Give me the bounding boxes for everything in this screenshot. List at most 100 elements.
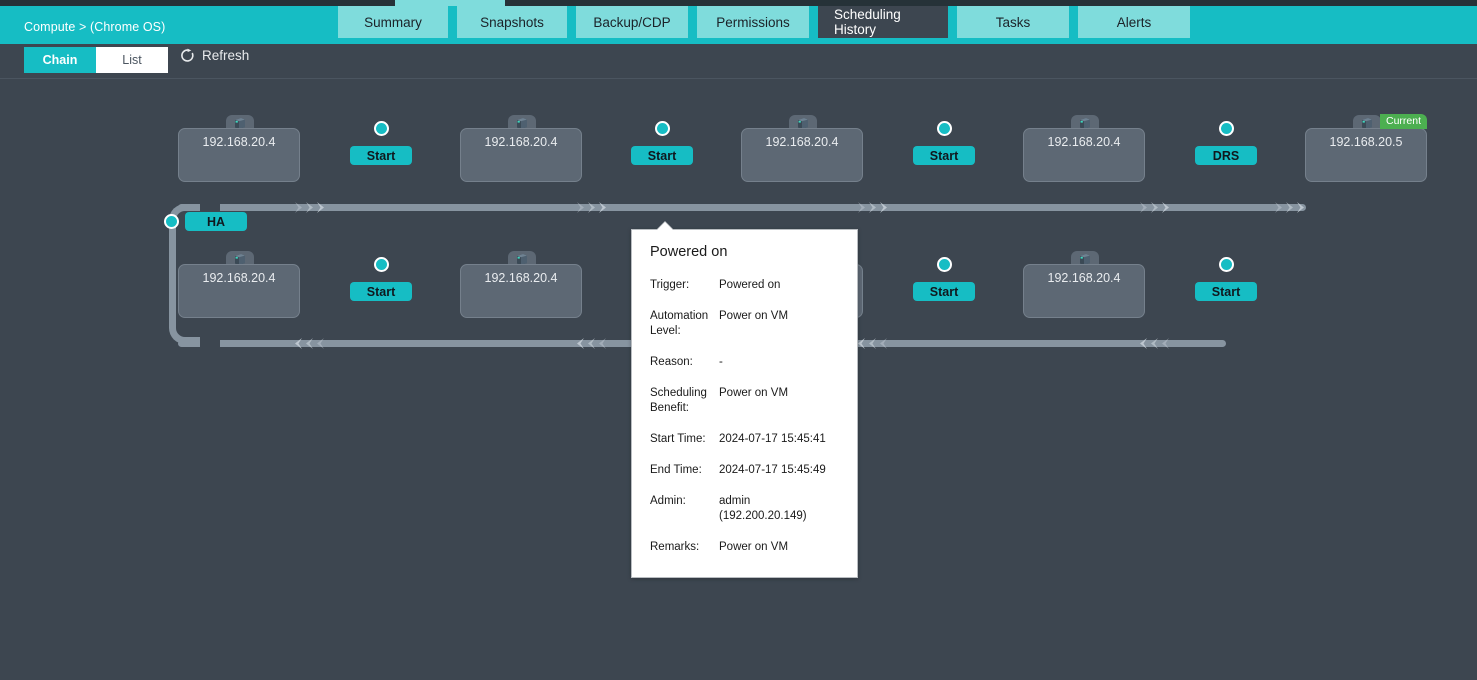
toolbar: Chain List Refresh	[0, 44, 1477, 79]
node-ip-label: 192.168.20.4	[765, 135, 839, 149]
node-header-tab	[789, 115, 817, 131]
tooltip-row-key: Start Time:	[650, 433, 706, 445]
server-icon	[1360, 117, 1374, 130]
chain-event-marker[interactable]	[374, 121, 389, 136]
chain-event-pill[interactable]: Start	[350, 146, 412, 165]
node-ip-label: 192.168.20.4	[202, 271, 276, 285]
chain-event-pill[interactable]: Start	[1195, 282, 1257, 301]
node-body	[1023, 128, 1145, 182]
tooltip-row-key: Admin:	[650, 495, 686, 507]
node-body	[460, 128, 582, 182]
tooltip-row-key: Scheduling Benefit:	[650, 387, 707, 414]
node-body	[1023, 264, 1145, 318]
tooltip-row-value: Power on VM	[719, 310, 789, 322]
chain-event-pill[interactable]: Start	[631, 146, 693, 165]
server-icon	[515, 117, 529, 130]
server-icon	[515, 253, 529, 266]
node-header-tab	[226, 115, 254, 131]
tab-permissions[interactable]: Permissions	[697, 6, 809, 38]
view-toggle-list[interactable]: List	[96, 47, 168, 73]
chain-track-row1	[178, 204, 1306, 211]
node-body	[741, 128, 863, 182]
server-icon	[796, 117, 810, 130]
chain-event-marker[interactable]	[937, 257, 952, 272]
chain-event-pill[interactable]: Start	[913, 146, 975, 165]
node-body	[178, 128, 300, 182]
chain-event-marker[interactable]	[655, 121, 670, 136]
tooltip-row-value: 2024-07-17 15:45:49	[719, 464, 826, 476]
server-icon	[1078, 117, 1092, 130]
node-ip-label: 192.168.20.4	[484, 271, 558, 285]
tooltip-row-key: Remarks:	[650, 541, 700, 553]
chain-link-bracket	[169, 204, 209, 344]
tab-bar: Summary Snapshots Backup/CDP Permissions Sch…	[338, 6, 1190, 44]
node-header-tab	[508, 251, 536, 267]
tooltip-row-key: Reason:	[650, 356, 693, 368]
chevron-right-icon	[1275, 202, 1311, 213]
node-header-tab	[1071, 251, 1099, 267]
tooltip-row-value: Power on VM	[719, 387, 789, 399]
chevron-right-icon	[1140, 202, 1176, 213]
node-ip-label: 192.168.20.4	[202, 135, 276, 149]
tooltip-row: Trigger: Powered on	[650, 278, 839, 293]
tooltip-row: Reason: -	[650, 355, 839, 370]
chain-event-marker[interactable]	[937, 121, 952, 136]
event-tooltip: Powered on Trigger: Powered on Automation …	[631, 222, 858, 578]
chain-event-marker[interactable]	[1219, 257, 1234, 272]
chain-event-pill[interactable]: Start	[350, 282, 412, 301]
tooltip-row: Start Time: 2024-07-17 15:45:41	[650, 432, 839, 447]
node-header-tab	[1071, 115, 1099, 131]
server-icon	[233, 253, 247, 266]
top-strip-active-indicator	[395, 0, 505, 6]
chevron-left-icon	[295, 338, 331, 349]
breadcrumb: Compute > (Chrome OS)	[24, 20, 166, 34]
refresh-icon	[180, 48, 195, 63]
node-ip-label: 192.168.20.4	[484, 135, 558, 149]
node-ip-label: 192.168.20.4	[1047, 271, 1121, 285]
chevron-left-icon	[577, 338, 613, 349]
chain-event-pill[interactable]: Start	[913, 282, 975, 301]
tab-alerts[interactable]: Alerts	[1078, 6, 1190, 38]
chevron-left-icon	[858, 338, 894, 349]
tab-tasks[interactable]: Tasks	[957, 6, 1069, 38]
node-body	[178, 264, 300, 318]
tooltip-row: Admin: admin (192.200.20.149)	[650, 494, 839, 524]
chain-event-marker[interactable]	[1219, 121, 1234, 136]
tooltip-row-value: 2024-07-17 15:45:41	[719, 433, 826, 445]
server-icon	[233, 117, 247, 130]
tooltip-row-value: Powered on	[719, 279, 781, 291]
chevron-right-icon	[577, 202, 613, 213]
node-header-tab	[226, 251, 254, 267]
node-header-tab	[508, 115, 536, 131]
node-ip-label: 192.168.20.4	[1047, 135, 1121, 149]
refresh-button[interactable]: Refresh	[180, 48, 249, 63]
tooltip-row-value: admin (192.200.20.149)	[719, 495, 807, 522]
refresh-label: Refresh	[202, 48, 250, 63]
chain-event-pill[interactable]: DRS	[1195, 146, 1257, 165]
tab-backup-cdp[interactable]: Backup/CDP	[576, 6, 688, 38]
chevron-right-icon	[858, 202, 894, 213]
tooltip-row: End Time: 2024-07-17 15:45:49	[650, 463, 839, 478]
tooltip-row: Automation Level: Power on VM	[650, 309, 839, 339]
chain-event-marker[interactable]	[164, 214, 179, 229]
tab-summary[interactable]: Summary	[338, 6, 448, 38]
tooltip-caret	[657, 222, 673, 230]
node-body	[1305, 128, 1427, 182]
window-top-strip	[0, 0, 1477, 6]
tab-scheduling-history[interactable]: Scheduling History	[818, 6, 948, 38]
node-header-tab	[1353, 115, 1381, 131]
chain-link-event-pill[interactable]: HA	[185, 212, 247, 231]
chevron-right-icon	[295, 202, 331, 213]
tooltip-row-key: Trigger:	[650, 279, 690, 291]
tooltip-row-value: -	[719, 356, 723, 368]
tooltip-row: Remarks:Power on VM	[650, 540, 839, 555]
server-icon	[1078, 253, 1092, 266]
view-toggle-chain[interactable]: Chain	[24, 47, 96, 73]
chain-event-marker[interactable]	[374, 257, 389, 272]
tooltip-row-key: Automation Level:	[650, 310, 709, 337]
view-toggle-group: Chain List	[24, 47, 168, 73]
tooltip-row-key: End Time:	[650, 464, 702, 476]
chevron-left-icon	[1140, 338, 1176, 349]
tab-snapshots[interactable]: Snapshots	[457, 6, 567, 38]
tooltip-detail-list: Trigger: Powered on Automation Level: Power…	[650, 278, 839, 555]
